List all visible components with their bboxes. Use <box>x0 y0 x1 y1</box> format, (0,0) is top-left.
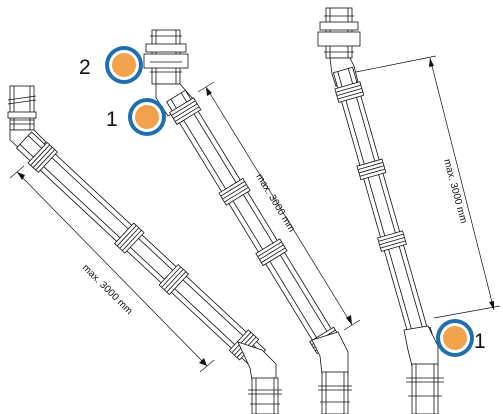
left-pipe-top-stub <box>7 85 37 131</box>
left-dimension-line <box>9 165 215 373</box>
callout-1-middle: 1 <box>106 98 166 136</box>
callout-1-right-dot <box>443 326 467 350</box>
callout-2-dot <box>112 53 136 77</box>
right-pipe-body <box>332 66 435 350</box>
callout-1-right: 1 <box>436 319 486 357</box>
middle-pipe-assembly <box>143 29 361 414</box>
right-pipe-bottom-stub <box>406 363 444 414</box>
middle-pipe-bottom-stub <box>318 371 352 414</box>
callout-2: 2 <box>79 46 143 84</box>
right-pipe-bottom-elbow <box>403 325 439 367</box>
middle-pipe-body <box>166 89 342 355</box>
callout-1-right-number: 1 <box>474 330 486 353</box>
left-pipe-bottom-stub <box>248 377 282 414</box>
middle-dimension-line <box>197 81 361 331</box>
right-pipe-assembly <box>317 7 501 414</box>
middle-pipe-top-stub <box>143 29 189 85</box>
callout-1-middle-number: 1 <box>106 108 118 131</box>
right-dimension-line <box>355 55 501 319</box>
right-dimension-label: max. 3000 mm <box>441 158 469 225</box>
right-pipe-top-stub <box>317 7 361 59</box>
left-pipe-assembly <box>7 85 282 414</box>
left-dimension-label: max. 3000 mm <box>80 262 135 317</box>
callout-1-middle-dot <box>135 105 159 129</box>
callout-2-number: 2 <box>79 56 91 79</box>
